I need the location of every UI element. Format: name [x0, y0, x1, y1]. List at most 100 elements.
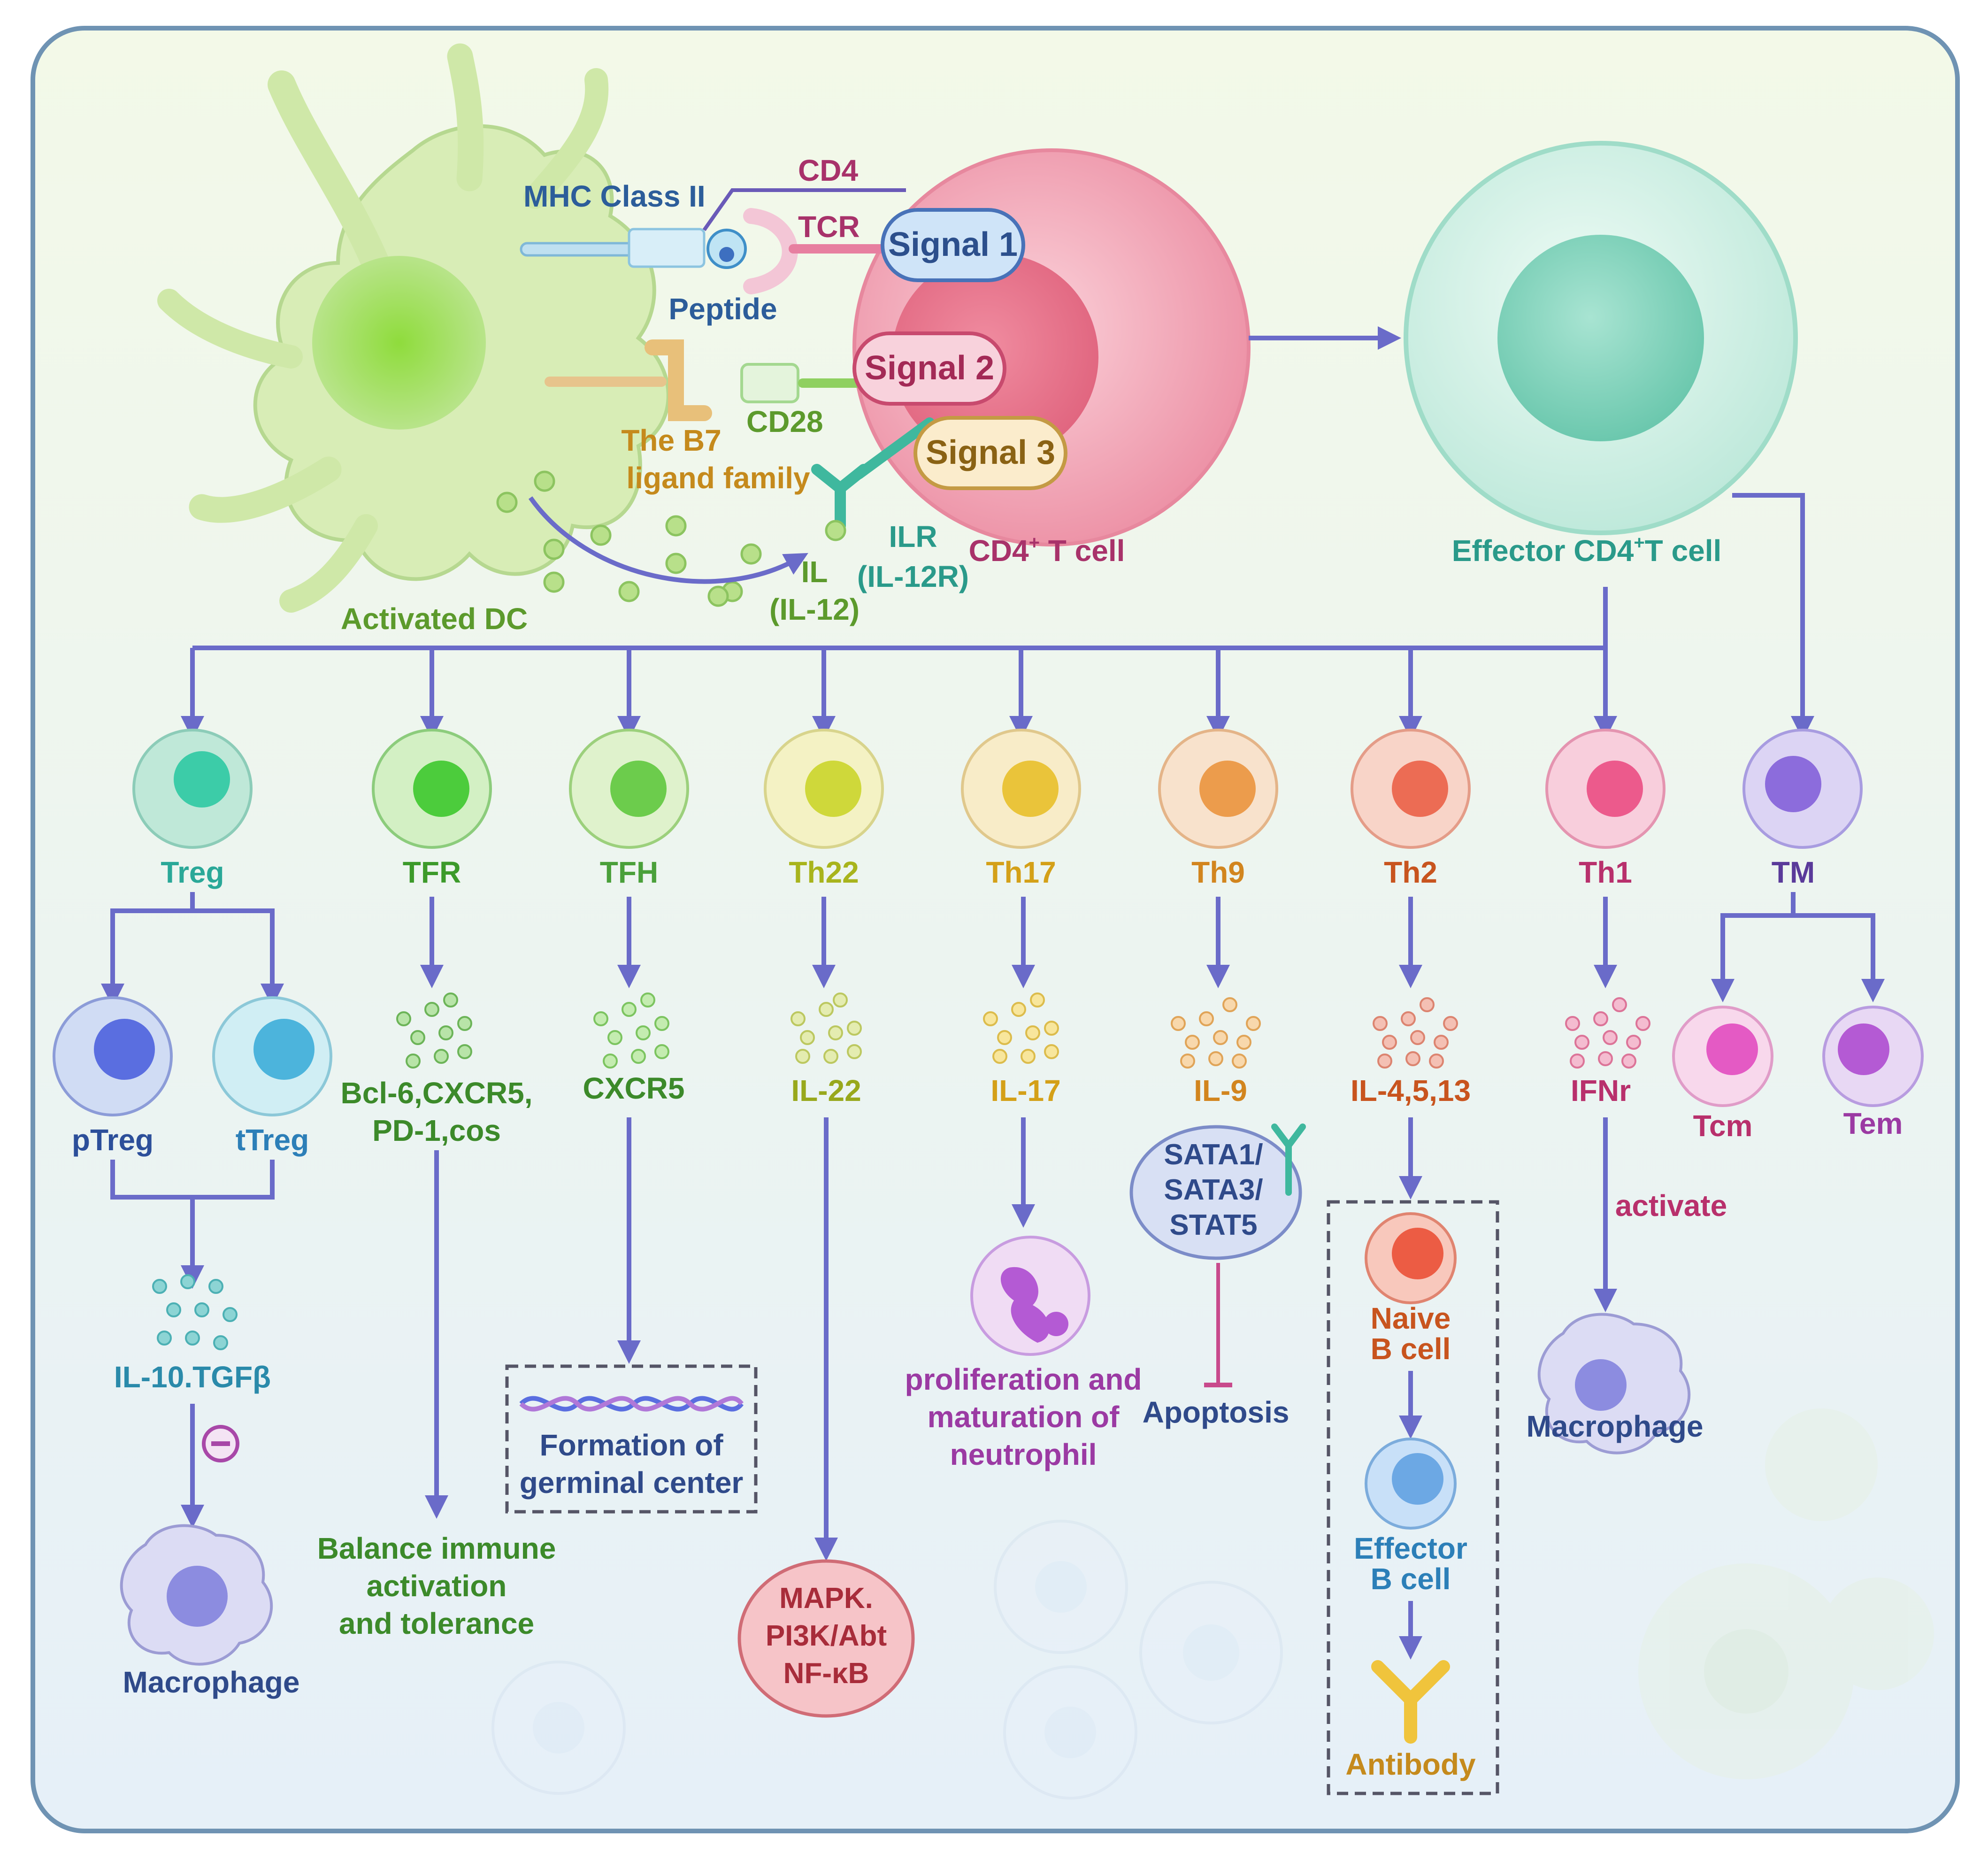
th9-cytokine-label: IL-9 — [1194, 1074, 1247, 1108]
subset-label-th1: Th1 — [1579, 855, 1632, 889]
tfr-cytokine-line2: PD-1,cos — [372, 1114, 501, 1147]
tfh-cytokine-label: CXCR5 — [583, 1071, 685, 1105]
tfr-cytokine-line1: Bcl-6,CXCR5, — [341, 1076, 533, 1110]
subset-cell-th2: Th2 — [1351, 729, 1471, 889]
subset-cell-th22: Th22 — [764, 729, 884, 889]
signal-1-label: Signal 1 — [888, 226, 1018, 263]
tfr-outcome-line2: activation — [367, 1569, 507, 1603]
dna-helix-icon — [519, 1396, 744, 1412]
tfh-outcome-line2: germinal center — [520, 1466, 744, 1500]
th17-outcome-line2: maturation of — [928, 1400, 1120, 1434]
tm-branch: Tcm Tem — [1672, 892, 1924, 1143]
th1-activate-label: activate — [1615, 1189, 1727, 1223]
th9-stat-line3: STAT5 — [1169, 1209, 1257, 1241]
subset-cell-th17: Th17 — [961, 729, 1081, 889]
subset-label-tm: TM — [1772, 855, 1815, 889]
dc-nucleus — [312, 256, 486, 430]
treg-branch: pTreg tTreg IL-10.TGFβ Macrophage — [53, 892, 332, 1699]
th22-cytokine-label: IL-22 — [791, 1074, 861, 1108]
ttreg-label: tTreg — [236, 1123, 309, 1157]
th1-cytokine-label: IFNr — [1571, 1074, 1631, 1108]
effector-cd4-t-cell — [1404, 141, 1798, 535]
subset-cell-th1: Th1 — [1545, 729, 1666, 889]
th22-outcome-line1: MAPK. — [779, 1582, 873, 1615]
effector-b-cell-line1: Effector — [1354, 1531, 1467, 1565]
th1-branch: IFNr activate Macrophage — [1527, 897, 1727, 1454]
b7-label-line1: The B7 — [621, 423, 721, 457]
th17-outcome-line3: neutrophil — [950, 1438, 1097, 1471]
signal-2-pill: Signal 2 — [852, 331, 1006, 406]
th2-branch: IL-4,5,13 Naive B cell Effector B cell A… — [1327, 897, 1499, 1795]
th1-macrophage-label: Macrophage — [1527, 1409, 1704, 1443]
peptide-label: Peptide — [668, 292, 777, 326]
mhc-class-ii-label: MHC Class II — [523, 179, 706, 213]
activated-dc-label: Activated DC — [341, 602, 528, 636]
treg-macrophage-label: Macrophage — [123, 1665, 300, 1699]
tem-label: Tem — [1843, 1107, 1903, 1140]
subset-label-treg: Treg — [161, 855, 224, 889]
signal-3-pill: Signal 3 — [913, 416, 1067, 490]
mhc-tcr-complex — [520, 188, 935, 531]
naive-b-cell-line2: B cell — [1371, 1332, 1451, 1366]
subset-label-tfh: TFH — [600, 855, 658, 889]
b-cell-box — [1327, 1200, 1499, 1795]
antibody-icon — [1371, 1660, 1450, 1744]
il-label-line1: IL — [801, 555, 828, 589]
subset-cell-tm: TM — [1742, 729, 1863, 889]
th22-outcome-line3: NF-κB — [783, 1657, 869, 1690]
cd4-t-cell-label: CD4+ T cell — [969, 532, 1125, 568]
th9-apoptosis-label: Apoptosis — [1143, 1395, 1290, 1429]
ptreg-label: pTreg — [72, 1123, 154, 1157]
antibody-label: Antibody — [1345, 1747, 1476, 1781]
il-cytokine-dots — [496, 470, 846, 607]
signal-3-label: Signal 3 — [926, 434, 1055, 471]
th17-cytokine-label: IL-17 — [990, 1074, 1060, 1108]
subset-cell-th9: Th9 — [1158, 729, 1278, 889]
signal-2-label: Signal 2 — [865, 349, 994, 387]
subset-label-tfr: TFR — [403, 855, 461, 889]
ilr-label-line2: (IL-12R) — [857, 560, 969, 593]
tcr-label: TCR — [798, 210, 860, 244]
th17-outcome-line1: proliferation and — [905, 1362, 1142, 1396]
il-arrow — [528, 496, 808, 584]
stat-oval — [1129, 1125, 1302, 1260]
subset-label-th9: Th9 — [1191, 855, 1245, 889]
cd4-label: CD4 — [798, 154, 858, 187]
naive-b-cell-line1: Naive — [1371, 1301, 1451, 1335]
distribution-arrows — [181, 493, 1814, 739]
subset-cell-treg: Treg — [132, 729, 253, 889]
th22-outcome-line2: PI3K/Abt — [766, 1620, 887, 1652]
cd28-label: CD28 — [746, 405, 823, 438]
subset-row: Treg TFR TFH Th22 Th17 Th9 — [132, 729, 1863, 889]
receptor-icon — [1271, 1123, 1306, 1196]
signal-1-pill: Signal 1 — [881, 208, 1025, 282]
th2-cytokine-label: IL-4,5,13 — [1351, 1074, 1471, 1108]
tfh-branch: CXCR5 Formation of germinal center — [505, 897, 758, 1514]
th9-stat-line2: SATA3/ — [1164, 1174, 1263, 1206]
treg-macrophage-cell — [120, 1524, 273, 1666]
subset-label-th2: Th2 — [1384, 855, 1437, 889]
th1-macrophage-cell — [1537, 1313, 1691, 1454]
th17-branch: IL-17 proliferation and maturation of ne… — [905, 897, 1142, 1471]
subset-cell-tfh: TFH — [569, 729, 689, 889]
th9-branch: IL-9 SATA1/ SATA3/ STAT5 Apoptosis — [1129, 897, 1306, 1429]
neutrophil-cell — [970, 1236, 1090, 1356]
tcm-label: Tcm — [1693, 1109, 1753, 1143]
th22-branch: IL-22 MAPK. PI3K/Abt NF-κB — [737, 897, 915, 1718]
subset-label-th22: Th22 — [789, 855, 859, 889]
decorative-background-cells — [491, 1408, 1934, 1800]
treg-cytokine-label: IL-10.TGFβ — [114, 1360, 271, 1394]
effector-b-cell-line2: B cell — [1371, 1562, 1451, 1596]
activated-dc-cell — [157, 43, 670, 613]
effector-cd4-t-cell-label: Effector CD4+T cell — [1452, 532, 1722, 568]
subset-cell-tfr: TFR — [372, 729, 492, 889]
b7-label-line2: ligand family — [626, 461, 810, 495]
ilr-label-line1: ILR — [889, 520, 937, 554]
subset-label-th17: Th17 — [986, 855, 1056, 889]
tfr-branch: Bcl-6,CXCR5, PD-1,cos Balance immune act… — [317, 897, 556, 1640]
tfr-outcome-line3: and tolerance — [339, 1607, 534, 1640]
il-label-line2: (IL-12) — [769, 592, 860, 626]
tfr-outcome-line1: Balance immune — [317, 1531, 556, 1565]
th9-stat-line1: SATA1/ — [1164, 1139, 1263, 1171]
